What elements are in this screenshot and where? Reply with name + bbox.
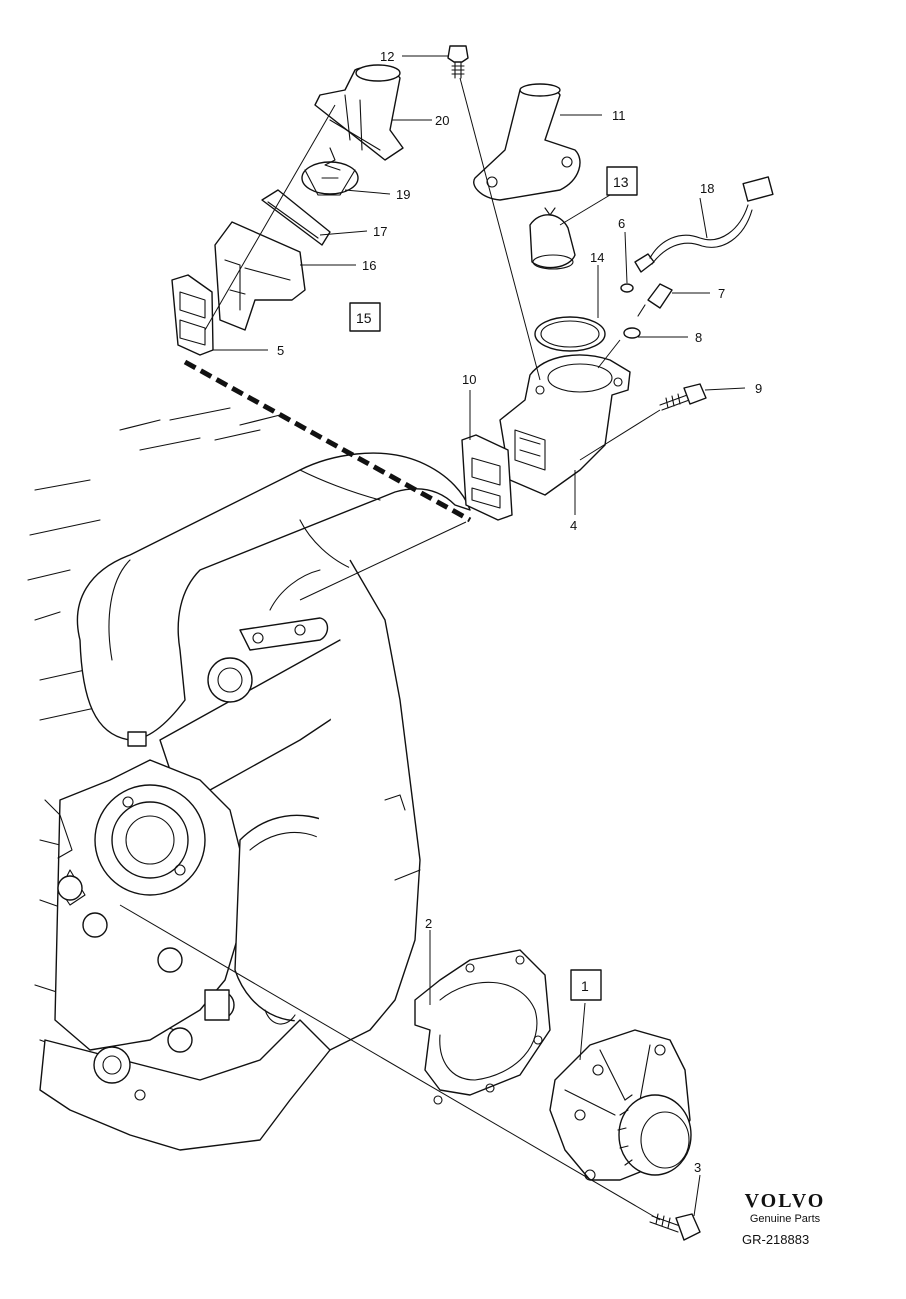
- callout-12: 12: [380, 49, 394, 64]
- callout-14: 14: [590, 250, 604, 265]
- callout-4: 4: [570, 518, 577, 533]
- callout-7: 7: [718, 286, 725, 301]
- reference-number: GR-218883: [742, 1232, 810, 1247]
- callout-19: 19: [396, 187, 410, 202]
- volvo-genuine-parts-logo: VOLVO Genuine Parts: [735, 1190, 835, 1226]
- callout-15: 15: [356, 310, 372, 326]
- callout-box-13: [606, 166, 638, 196]
- engine-block: [27, 407, 471, 1151]
- callout-2: 2: [425, 916, 432, 931]
- callout-17: 17: [373, 224, 387, 239]
- callout-13: 13: [613, 174, 629, 190]
- callout-11: 11: [612, 108, 626, 123]
- callout-20: 20: [435, 113, 449, 128]
- upper-left-thermostat-group: [171, 64, 404, 356]
- callout-box-15: [349, 302, 381, 332]
- callout-9: 9: [755, 381, 762, 396]
- callout-1: 1: [581, 978, 589, 994]
- callout-8: 8: [695, 330, 702, 345]
- leader-lines: [119, 55, 746, 1221]
- volvo-logo-text: VOLVO: [744, 1190, 826, 1212]
- callout-3: 3: [694, 1160, 701, 1175]
- callout-10: 10: [462, 372, 476, 387]
- callout-16: 16: [362, 258, 376, 273]
- callout-labels: 12 20 11 13 18 19 6 17 14 16 7 15 8 5 10…: [277, 49, 762, 1175]
- callout-box-1: [570, 969, 602, 1001]
- water-pump-group: [414, 949, 701, 1241]
- callout-18: 18: [700, 181, 714, 196]
- callout-5: 5: [277, 343, 284, 358]
- alignment-dash-line: [183, 359, 472, 523]
- genuine-parts-text: Genuine Parts: [749, 1213, 821, 1225]
- callout-6: 6: [618, 216, 625, 231]
- right-thermostat-group: [447, 45, 774, 521]
